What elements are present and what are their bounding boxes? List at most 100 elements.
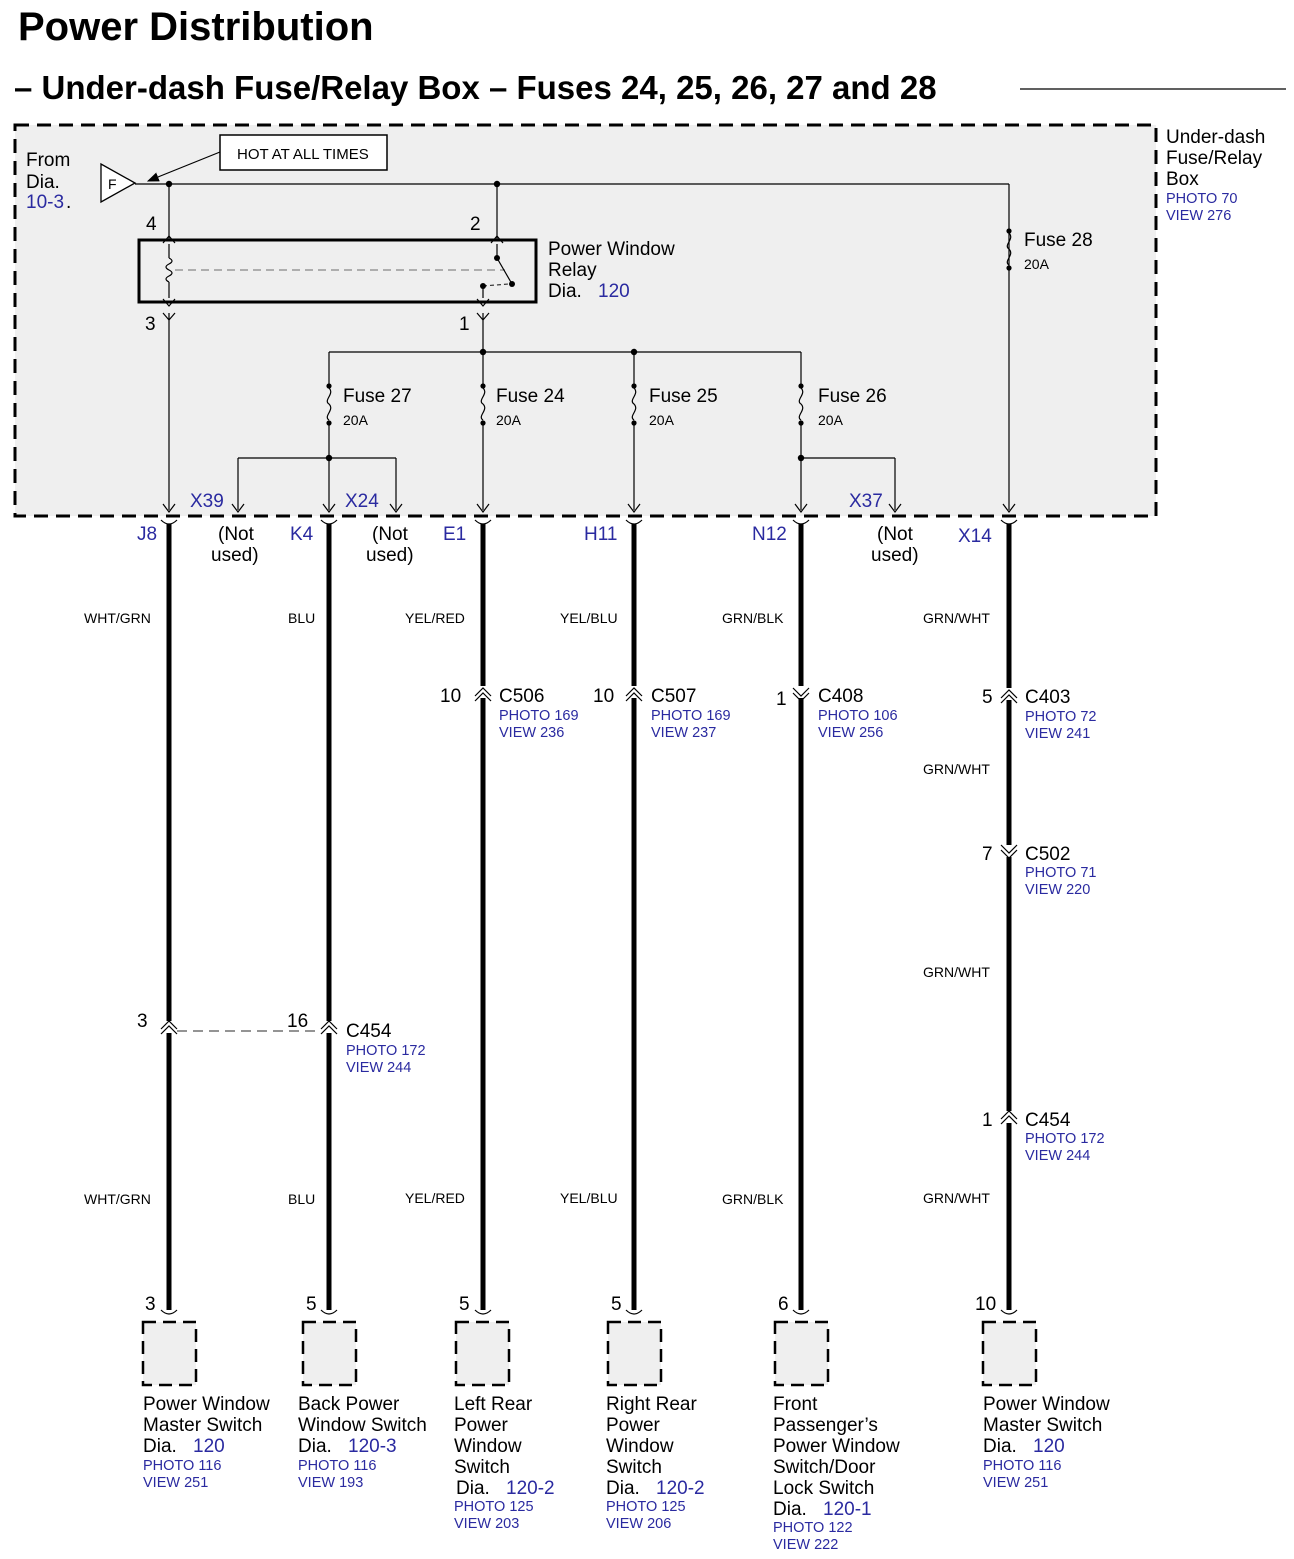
wire-color-x14-mid2: GRN/WHT (923, 964, 990, 980)
svg-text:3: 3 (137, 1011, 148, 1032)
svg-text:Fuse 24: Fuse 24 (496, 386, 565, 407)
wire-color-e1-upper: YEL/RED (405, 610, 465, 626)
svg-text:PHOTO 169: PHOTO 169 (651, 708, 731, 724)
svg-text:120: 120 (598, 281, 630, 302)
svg-text:PHOTO 72: PHOTO 72 (1025, 709, 1096, 725)
svg-text:20A: 20A (818, 412, 844, 428)
svg-text:PHOTO 125: PHOTO 125 (606, 1499, 686, 1515)
connector-f-icon: F (100, 162, 137, 204)
connector-c408: 1 C408 PHOTO 106 VIEW 256 (776, 686, 898, 741)
svg-text:Under-dash: Under-dash (1166, 127, 1265, 148)
external-wires (160, 519, 1018, 1315)
svg-text:20A: 20A (496, 412, 522, 428)
svg-text:PHOTO 106: PHOTO 106 (818, 708, 898, 724)
svg-text:C403: C403 (1025, 687, 1070, 708)
svg-text:Dia.: Dia. (298, 1436, 332, 1457)
svg-text:PHOTO 122: PHOTO 122 (773, 1520, 853, 1536)
svg-text:VIEW 220: VIEW 220 (1025, 882, 1090, 898)
relay-internals (162, 235, 515, 307)
svg-text:VIEW 193: VIEW 193 (298, 1475, 363, 1491)
component-power-window-master-switch-1: 3 Power Window Master Switch Dia. 120 PH… (141, 1294, 270, 1491)
svg-text:Power Window: Power Window (773, 1436, 900, 1457)
wire-color-h11-lower: YEL/BLU (560, 1190, 618, 1206)
svg-text:5: 5 (306, 1294, 317, 1315)
svg-text:Left Rear: Left Rear (454, 1394, 533, 1415)
connector-c454-x14: 1 C454 PHOTO 172 VIEW 244 (982, 1110, 1105, 1164)
svg-text:10-3: 10-3 (26, 192, 64, 213)
svg-text:120-2: 120-2 (656, 1478, 705, 1499)
svg-text:Box: Box (1166, 169, 1199, 190)
fuse-25: Fuse 25 20A (631, 383, 718, 428)
source-reference: From Dia. 10-3 . (26, 150, 71, 213)
wire-color-x14-upper: GRN/WHT (923, 610, 990, 626)
wire-color-j8-upper: WHT/GRN (84, 610, 151, 626)
svg-text:Master Switch: Master Switch (143, 1415, 262, 1436)
wire-color-n12-upper: GRN/BLK (722, 610, 784, 626)
svg-text:PHOTO 125: PHOTO 125 (454, 1499, 534, 1515)
relay-pin-3: 3 (145, 314, 156, 335)
svg-text:used): used) (366, 545, 414, 566)
svg-text:PHOTO 172: PHOTO 172 (1025, 1131, 1105, 1147)
svg-text:10: 10 (975, 1294, 996, 1315)
power-window-relay (137, 238, 538, 304)
svg-text:7: 7 (982, 844, 993, 865)
wire-color-k4-lower: BLU (288, 1191, 315, 1207)
svg-text:Fuse 28: Fuse 28 (1024, 230, 1093, 251)
svg-text:Fuse/Relay: Fuse/Relay (1166, 148, 1263, 169)
svg-text:(Not: (Not (877, 524, 914, 545)
hot-at-all-times-box (219, 134, 388, 171)
source-bus (135, 180, 1010, 510)
svg-text:PHOTO 116: PHOTO 116 (298, 1458, 376, 1474)
svg-text:120-3: 120-3 (348, 1436, 397, 1457)
svg-text:1: 1 (776, 689, 787, 710)
svg-text:Lock Switch: Lock Switch (773, 1478, 874, 1499)
fuse-24: Fuse 24 20A (480, 383, 565, 428)
svg-text:PHOTO 71: PHOTO 71 (1025, 865, 1096, 881)
not-used-x39: (Not used) (211, 524, 259, 566)
svg-text:Fuse 26: Fuse 26 (818, 386, 887, 407)
svg-text:20A: 20A (343, 412, 369, 428)
fuse-27: Fuse 27 20A (326, 383, 412, 428)
svg-text:PHOTO 172: PHOTO 172 (346, 1043, 426, 1059)
svg-text:PHOTO 70: PHOTO 70 (1166, 191, 1237, 207)
svg-text:3: 3 (145, 1294, 156, 1315)
svg-text:5: 5 (459, 1294, 470, 1315)
svg-text:Window: Window (606, 1436, 674, 1457)
not-used-x24: (Not used) (366, 524, 414, 566)
svg-text:Power Window: Power Window (143, 1394, 270, 1415)
svg-text:Dia.: Dia. (606, 1478, 640, 1499)
wire-color-k4-upper: BLU (288, 610, 315, 626)
relay-output-wiring (162, 312, 802, 510)
svg-text:VIEW 256: VIEW 256 (818, 725, 883, 741)
svg-text:(Not: (Not (218, 524, 255, 545)
svg-text:F: F (108, 176, 117, 192)
svg-text:120: 120 (1033, 1436, 1065, 1457)
svg-text:5: 5 (982, 687, 993, 708)
svg-text:C454: C454 (1025, 1110, 1071, 1131)
svg-text:Dia.: Dia. (773, 1499, 807, 1520)
svg-text:Dia.: Dia. (983, 1436, 1017, 1457)
fuse-relay-box-label: Under-dash Fuse/Relay Box PHOTO 70 VIEW … (1166, 127, 1265, 224)
relay-pin-4: 4 (146, 214, 157, 235)
svg-text:PHOTO 169: PHOTO 169 (499, 708, 579, 724)
fuse-26: Fuse 26 20A (798, 383, 887, 428)
svg-text:VIEW 203: VIEW 203 (454, 1516, 519, 1532)
svg-text:VIEW 236: VIEW 236 (499, 725, 564, 741)
terminal-e1: E1 (443, 524, 466, 545)
svg-text:VIEW 237: VIEW 237 (651, 725, 716, 741)
svg-text:VIEW 251: VIEW 251 (983, 1475, 1048, 1491)
svg-text:1: 1 (982, 1110, 993, 1131)
svg-text:VIEW 222: VIEW 222 (773, 1537, 838, 1553)
svg-text:Switch: Switch (454, 1457, 510, 1478)
svg-text:Switch/Door: Switch/Door (773, 1457, 876, 1478)
terminal-x14: X14 (958, 526, 992, 547)
svg-text:Power: Power (606, 1415, 661, 1436)
wire-color-x14-lower: GRN/WHT (923, 1190, 990, 1206)
svg-text:VIEW 251: VIEW 251 (143, 1475, 208, 1491)
svg-text:used): used) (211, 545, 259, 566)
hot-at-all-times-label: HOT AT ALL TIMES (237, 146, 369, 163)
relay-pin-1: 1 (459, 314, 470, 335)
connector-c502: 7 C502 PHOTO 71 VIEW 220 (982, 844, 1096, 898)
terminal-n12: N12 (752, 524, 787, 545)
component-right-rear-power-window-switch: 5 Right Rear Power Window Switch Dia. 12… (606, 1294, 705, 1532)
